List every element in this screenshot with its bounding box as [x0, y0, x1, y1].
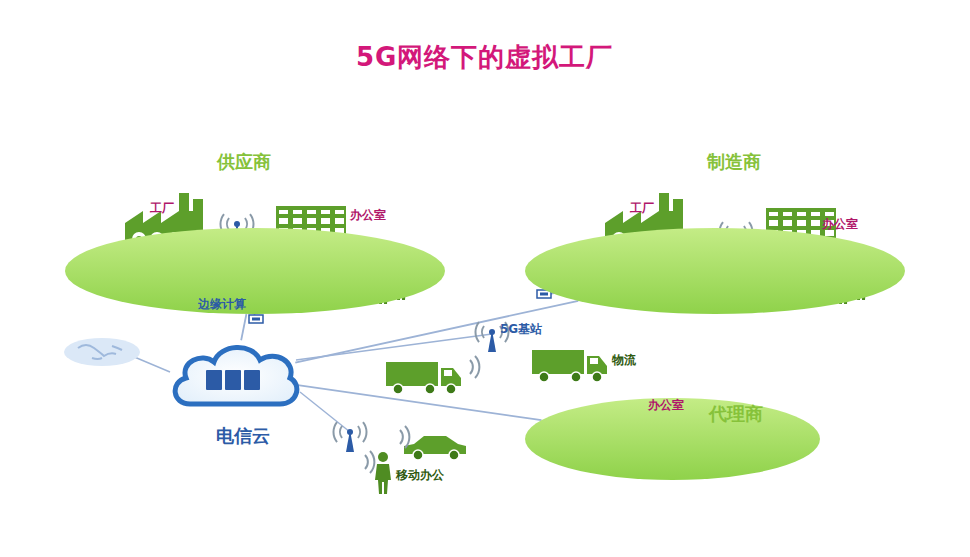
lbl-text: 工厂 — [150, 200, 174, 217]
lbl-text: 5G基站 — [500, 321, 542, 338]
lbl-text: 移动办公 — [396, 467, 444, 484]
cloudtxt-text: 电信云 — [216, 424, 270, 448]
lbl-text: 物流 — [612, 352, 636, 369]
lbl-text: 工厂 — [630, 200, 654, 217]
head-text: 供应商 — [217, 150, 271, 174]
title-text: 5G网络下的虚拟工厂 — [356, 40, 613, 75]
lbl-text: 边缘计算 — [198, 296, 246, 313]
lbl-text: 办公室 — [648, 397, 684, 414]
lbl-text: 办公室 — [350, 207, 386, 224]
network-link — [241, 314, 246, 340]
head-text: 制造商 — [707, 150, 761, 174]
network-link — [298, 385, 542, 420]
telecom-cloud: 电信云 — [168, 340, 300, 412]
supplier-region: 供应商 — [65, 228, 445, 314]
manufacturer-region: 制造商 — [525, 228, 905, 314]
cloud-shape — [168, 340, 300, 412]
lbl-text: 办公室 — [822, 216, 858, 233]
region-ellipse — [525, 228, 905, 314]
region-ellipse — [65, 228, 445, 314]
head-text: 代理商 — [709, 402, 763, 426]
